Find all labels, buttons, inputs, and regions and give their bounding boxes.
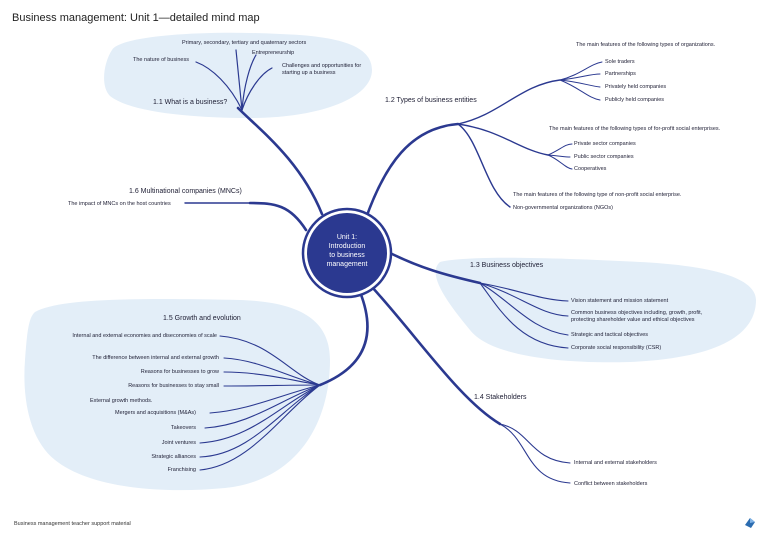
center-line-3: to business — [329, 252, 365, 259]
section-1-5-heading: 1.5 Growth and evolution — [163, 315, 241, 322]
section-1-3-heading: 1.3 Business objectives — [470, 262, 544, 269]
branches-1-2 — [457, 61, 603, 208]
s15-item-franchising: Franchising — [168, 467, 196, 473]
s12-intro-2: The main features of the following types… — [549, 126, 721, 132]
center-line-1: Unit 1: — [337, 234, 357, 241]
center-line-4: management — [327, 261, 368, 268]
branches-1-1 — [195, 49, 273, 111]
s14-item-internal-external: Internal and external stakeholders — [574, 460, 657, 466]
s12-item-sole-traders: Sole traders — [605, 59, 635, 65]
s12-item-partnerships: Partnerships — [605, 71, 636, 77]
bubble-1-3 — [435, 257, 756, 363]
s11-item-challenges-1: Challenges and opportunities for — [282, 63, 361, 69]
s13-item-strategic: Strategic and tactical objectives — [571, 332, 648, 338]
s15-item-strategic-alliances: Strategic alliances — [151, 454, 196, 460]
s15-item-joint-ventures: Joint ventures — [162, 440, 196, 446]
center-line-2: Introduction — [329, 243, 366, 250]
s12-item-privately-held: Privately held companies — [605, 84, 666, 90]
section-1-4-heading: 1.4 Stakeholders — [474, 394, 527, 401]
branch-to-1-3 — [386, 250, 482, 285]
s15-item-mergers: Mergers and acquisitions (M&As) — [115, 410, 196, 416]
s12-intro-1: The main features of the following types… — [576, 42, 716, 48]
branches-1-4 — [499, 423, 571, 484]
s15-item-reasons-small: Reasons for businesses to stay small — [128, 383, 219, 389]
s14-item-conflict: Conflict between stakeholders — [574, 481, 648, 487]
s13-item-common-2: protecting shareholder value and ethical… — [571, 317, 695, 323]
branches-1-3 — [479, 282, 569, 349]
s12-item-cooperatives: Cooperatives — [574, 166, 607, 172]
s12-item-public-sector: Public sector companies — [574, 154, 634, 160]
s13-item-vision: Vision statement and mission statement — [571, 298, 669, 304]
s11-item-entrepreneurship: Entrepreneurship — [252, 50, 294, 56]
branch-to-1-6 — [248, 201, 308, 232]
s12-item-ngos: Non-governmental organizations (NGOs) — [513, 205, 613, 211]
s16-item-impact: The impact of MNCs on the host countries — [68, 201, 171, 207]
bubble-1-5 — [24, 299, 330, 491]
branch-to-1-2 — [364, 122, 460, 220]
s11-item-nature: The nature of business — [133, 57, 189, 63]
s15-item-takeovers: Takeovers — [171, 425, 196, 431]
section-1-1-heading: 1.1 What is a business? — [153, 99, 227, 106]
branch-to-1-5 — [318, 290, 369, 387]
section-1-6-heading: 1.6 Multinational companies (MNCs) — [129, 188, 242, 195]
branch-to-1-4 — [370, 285, 502, 426]
s12-item-private-sector: Private sector companies — [574, 141, 636, 147]
s15-item-economies: Internal and external economies and dise… — [72, 333, 217, 339]
s12-intro-3: The main features of the following type … — [513, 192, 682, 198]
page-title: Business management: Unit 1—detailed min… — [12, 12, 260, 24]
s15-item-reasons-grow: Reasons for businesses to grow — [141, 369, 219, 375]
logo-icon — [745, 518, 755, 528]
s11-item-sectors: Primary, secondary, tertiary and quatern… — [182, 40, 306, 46]
branches-1-5 — [199, 335, 321, 471]
branch-to-1-1 — [236, 106, 324, 216]
section-1-2-heading: 1.2 Types of business entities — [385, 97, 477, 104]
s12-item-publicly-held: Publicly held companies — [605, 97, 664, 103]
s11-item-challenges-2: starting up a business — [282, 70, 336, 76]
s15-item-internal-vs-external: The difference between internal and exte… — [92, 355, 219, 361]
footer: Business management teacher support mate… — [14, 521, 131, 527]
s13-item-csr: Corporate social responsibility (CSR) — [571, 345, 661, 351]
s15-item-external-methods: External growth methods. — [90, 398, 153, 404]
center-node: Unit 1: Introduction to business managem… — [301, 207, 393, 299]
s13-item-common-1: Common business objectives including, gr… — [571, 310, 703, 316]
